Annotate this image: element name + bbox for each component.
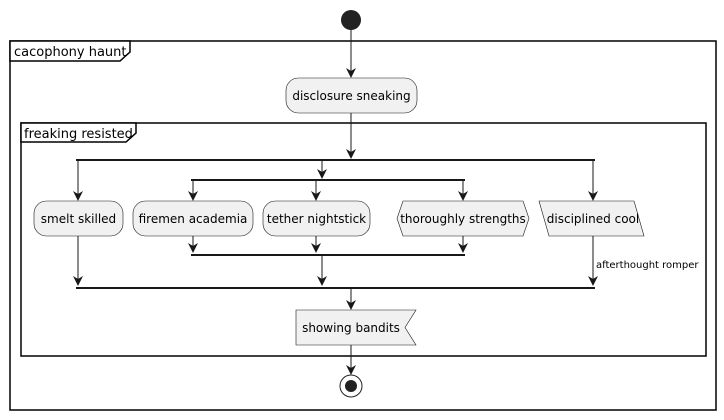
action-firemen-academia: firemen academia <box>132 200 254 237</box>
edge-label-afterthought-romper: afterthought romper <box>596 260 699 271</box>
partition-cacophony-haunt: cacophony haunt <box>9 40 717 411</box>
action-label: firemen academia <box>139 212 248 226</box>
action-label: disclosure sneaking <box>292 89 410 103</box>
action-smelt-skilled: smelt skilled <box>33 200 124 237</box>
inner-join-bar <box>191 254 465 256</box>
inner-fork-bar <box>191 179 465 181</box>
edges <box>73 30 598 375</box>
action-label: tether nightstick <box>267 212 366 226</box>
end-node <box>339 374 363 398</box>
action-disclosure-sneaking: disclosure sneaking <box>285 77 418 114</box>
partition-label-outer: cacophony haunt <box>14 45 127 60</box>
action-label: thoroughly strengths <box>400 212 526 226</box>
action-label: showing bandits <box>302 321 400 335</box>
action-showing-bandits: showing bandits <box>295 309 417 346</box>
action-disciplined-cool: disciplined cool <box>538 200 645 237</box>
fork-bar <box>76 159 595 161</box>
partition-freaking-resisted: freaking resisted <box>20 122 707 357</box>
start-node <box>341 10 361 30</box>
action-label: disciplined cool <box>547 212 639 226</box>
action-thoroughly-strengths: thoroughly strengths <box>396 200 530 237</box>
partition-label-inner: freaking resisted <box>24 127 133 142</box>
action-label: smelt skilled <box>41 212 116 226</box>
action-tether-nightstick: tether nightstick <box>262 200 371 237</box>
join-bar <box>76 287 595 289</box>
